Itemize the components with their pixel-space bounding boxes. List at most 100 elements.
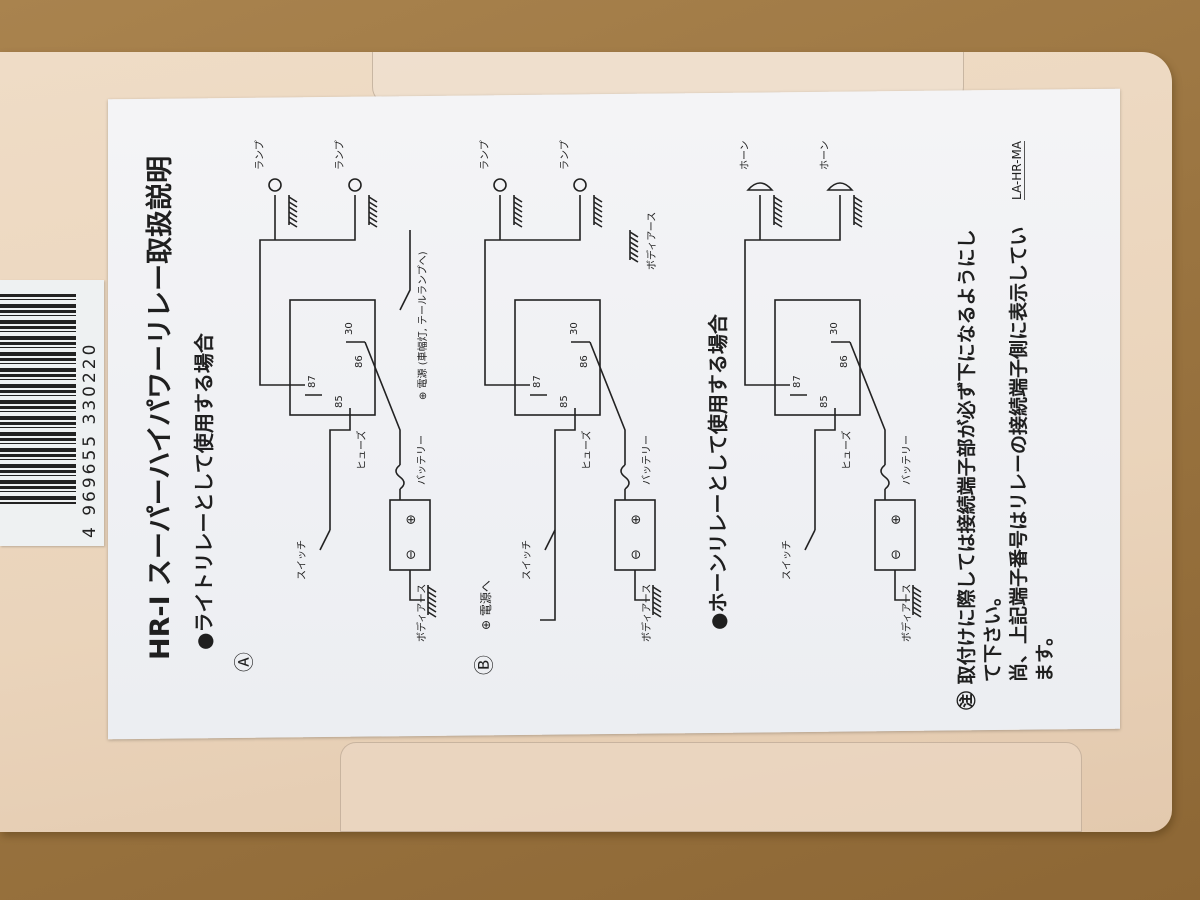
fuse-label: ヒューズ xyxy=(580,431,593,471)
ground-hatch xyxy=(652,586,662,593)
body-earth-label: ボディアース xyxy=(415,584,428,642)
power-label-b: ⊕ 電源へ xyxy=(479,580,493,630)
ground-hatch xyxy=(773,211,783,218)
fuse-icon xyxy=(880,464,890,490)
ground-hatch xyxy=(513,221,523,228)
wire xyxy=(849,341,886,465)
ground-hatch xyxy=(427,611,437,618)
battery-minus: ⊖ xyxy=(889,549,904,560)
horn-label: ホーン xyxy=(819,141,831,171)
switch-label: スイッチ xyxy=(781,540,793,580)
wire xyxy=(894,570,910,601)
relay-terminal-86: 86 xyxy=(354,355,365,368)
wire xyxy=(744,239,790,386)
wire xyxy=(364,341,401,465)
ground-hatch xyxy=(368,216,378,223)
relay-terminal-86: 86 xyxy=(839,355,850,368)
ground-hatch xyxy=(288,196,298,203)
ground-hatch xyxy=(513,196,523,203)
wire xyxy=(634,570,650,601)
ground-hatch xyxy=(853,206,863,213)
ground-hatch xyxy=(288,216,298,223)
ground-hatch xyxy=(853,221,863,228)
battery-minus: ⊖ xyxy=(629,549,644,560)
ground-hatch xyxy=(427,606,437,613)
ground-hatch xyxy=(288,221,298,228)
horn-label: ホーン xyxy=(739,141,751,171)
ground-hatch xyxy=(853,196,863,203)
ground-hatch xyxy=(513,206,523,213)
ground-hatch xyxy=(912,611,922,618)
ground-hatch xyxy=(368,221,378,228)
battery-plus: ⊕ xyxy=(629,514,644,525)
power-wire xyxy=(399,230,411,311)
ground-hatch xyxy=(368,211,378,218)
ground-hatch xyxy=(513,216,523,223)
battery-label: バッテリー xyxy=(641,435,653,485)
lamp-icon xyxy=(493,178,507,192)
power-label-a: ⊕ 電源 (車幅灯, テールランプへ) xyxy=(416,251,429,400)
relay-terminal-30: 30 xyxy=(344,322,355,335)
battery-minus: ⊖ xyxy=(404,549,419,560)
fuse-icon xyxy=(620,464,630,490)
barcode-label: 4 969655 330220 xyxy=(0,280,104,546)
ground-hatch xyxy=(368,206,378,213)
battery-label: バッテリー xyxy=(901,435,913,485)
ground-hatch xyxy=(513,201,523,208)
relay-terminal-86: 86 xyxy=(579,355,590,368)
ground-hatch xyxy=(427,601,437,608)
ground-hatch xyxy=(513,211,523,218)
relay-terminal-30: 30 xyxy=(829,322,840,335)
relay-terminal-85: 85 xyxy=(559,395,570,408)
fuse-label: ヒューズ xyxy=(840,431,853,471)
horn-icon xyxy=(826,182,854,191)
lamp-icon xyxy=(268,178,282,192)
relay-terminal-85: 85 xyxy=(819,395,830,408)
lamp-label: ランプ xyxy=(254,140,266,170)
ground-hatch xyxy=(853,211,863,218)
ground-hatch xyxy=(773,221,783,228)
relay-terminal-87: 87 xyxy=(307,375,318,388)
ground-hatch xyxy=(288,211,298,218)
relay-terminal-85: 85 xyxy=(334,395,345,408)
ground-hatch xyxy=(629,241,639,248)
switch-label: スイッチ xyxy=(521,540,533,580)
wire xyxy=(484,239,530,386)
ground-hatch xyxy=(288,206,298,213)
ground-hatch xyxy=(912,606,922,613)
ground-hatch xyxy=(912,596,922,603)
horn-icon xyxy=(746,182,774,191)
ground-hatch xyxy=(773,216,783,223)
ground-hatch xyxy=(427,586,437,593)
ground-hatch xyxy=(629,256,639,263)
ground-hatch xyxy=(652,596,662,603)
relay-box xyxy=(514,299,601,416)
ground-hatch xyxy=(652,591,662,598)
ground-hatch xyxy=(629,246,639,253)
battery-label: バッテリー xyxy=(416,435,428,485)
ground-hatch xyxy=(593,211,603,218)
barcode-bars xyxy=(0,294,76,504)
ground-hatch xyxy=(593,221,603,228)
barcode-number: 4 969655 330220 xyxy=(80,341,100,538)
ground-hatch xyxy=(773,201,783,208)
lamp-label: ランプ xyxy=(479,140,491,170)
ground-hatch xyxy=(593,206,603,213)
relay-terminal-87: 87 xyxy=(792,375,803,388)
ground-hatch xyxy=(629,251,639,258)
battery-plus: ⊕ xyxy=(404,514,419,525)
ground-hatch xyxy=(427,596,437,603)
ground-hatch xyxy=(912,586,922,593)
battery-plus: ⊕ xyxy=(889,514,904,525)
wire xyxy=(329,408,351,530)
ground-hatch xyxy=(652,606,662,613)
ground-hatch xyxy=(593,196,603,203)
wire xyxy=(500,195,581,241)
lamp-icon xyxy=(348,178,362,192)
ground-hatch xyxy=(853,216,863,223)
ground-hatch xyxy=(593,216,603,223)
ground-hatch xyxy=(912,601,922,608)
wire xyxy=(814,408,836,530)
power-wire xyxy=(540,530,556,621)
